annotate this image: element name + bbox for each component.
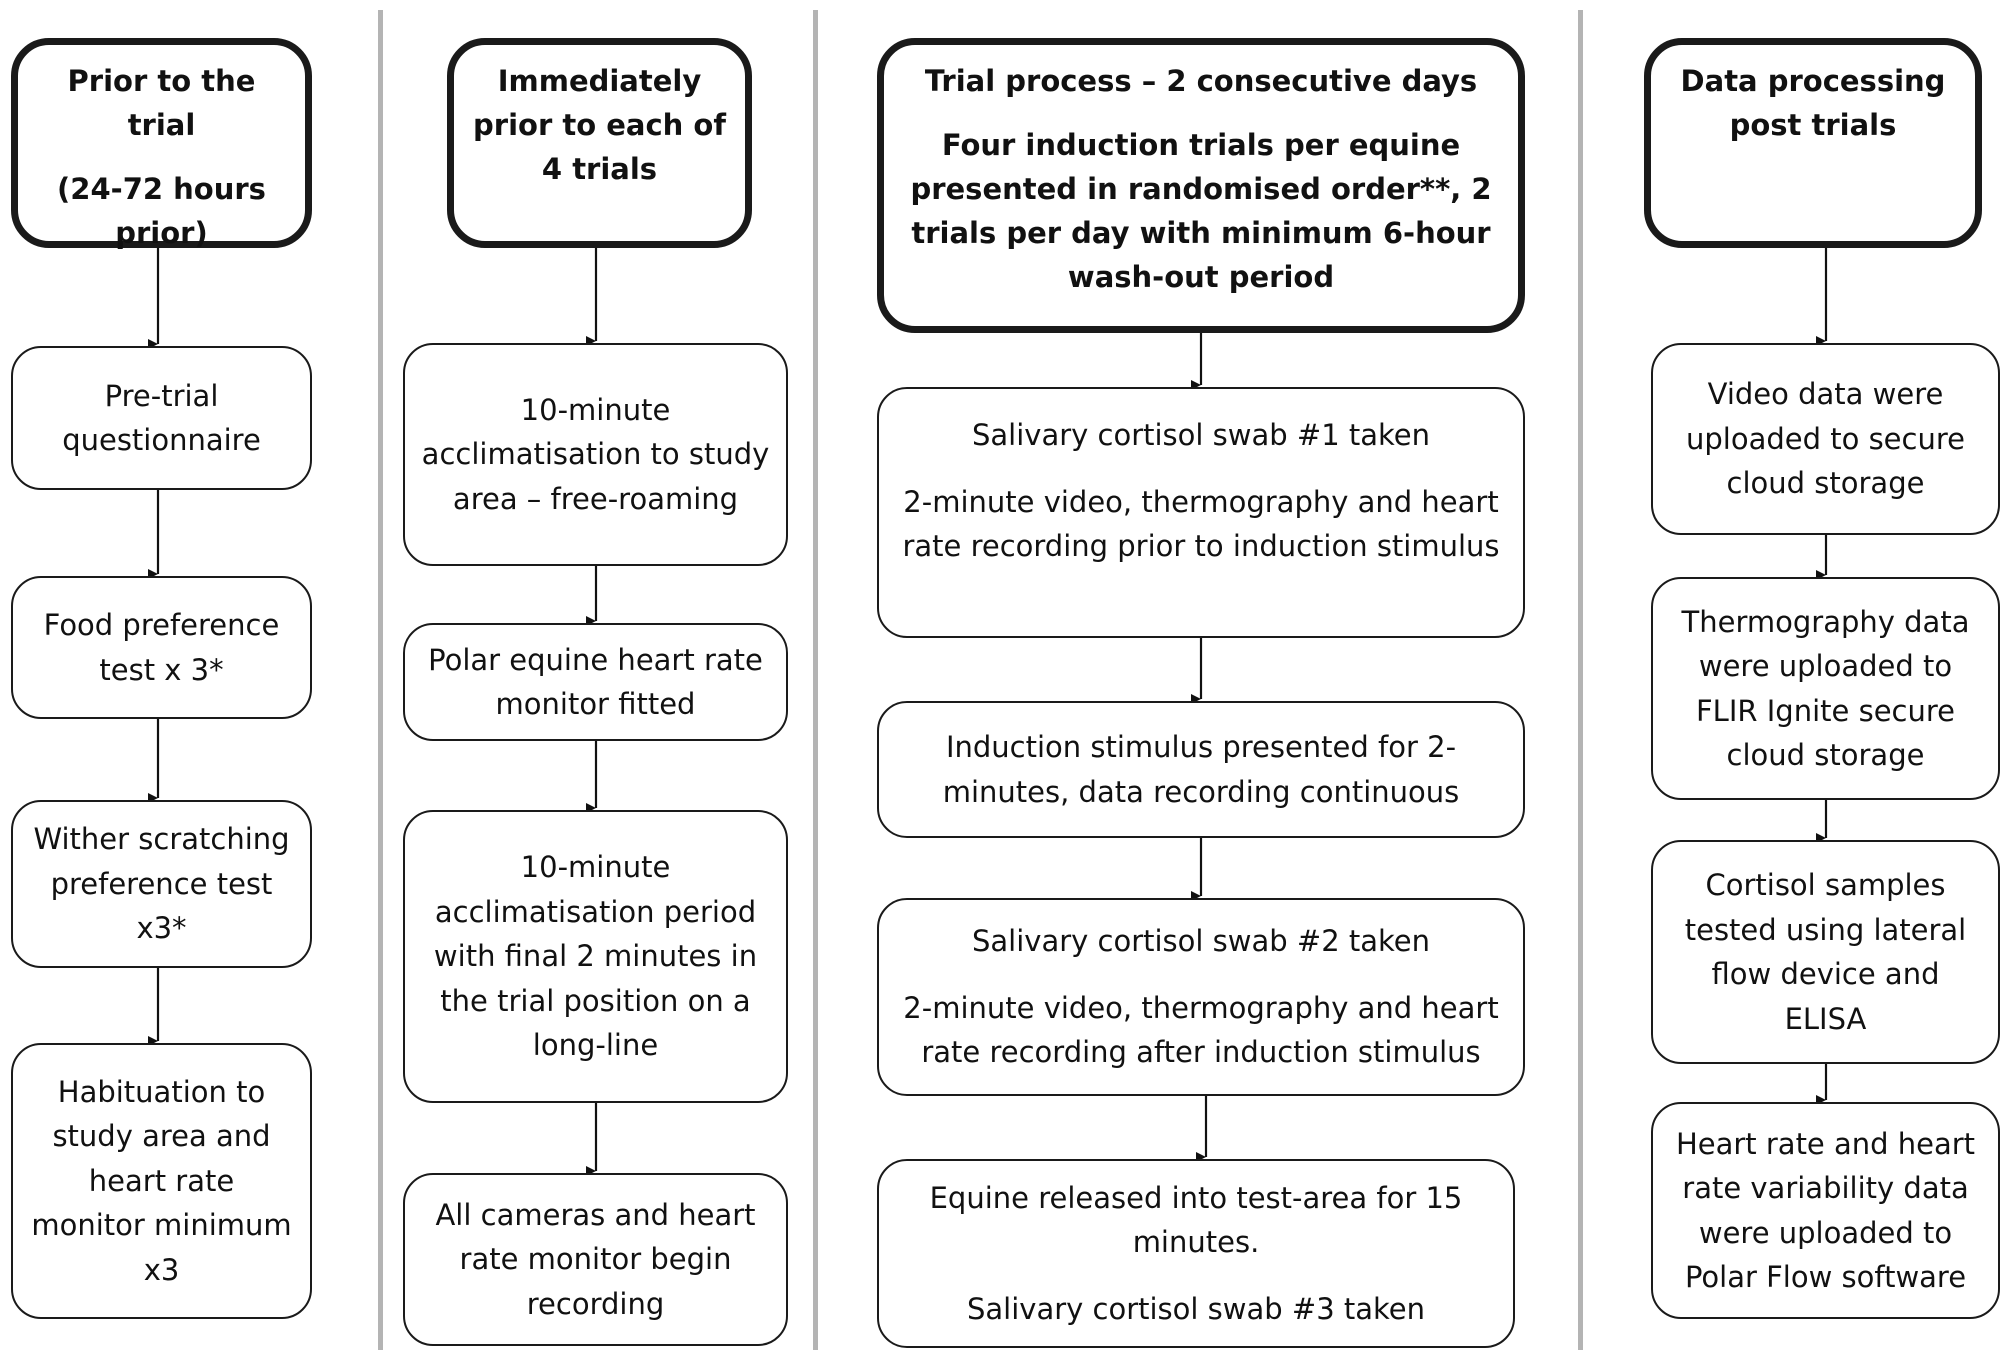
column-1-header: Prior to the trial (24-72 hours prior) <box>11 38 312 250</box>
step-text: 10-minute acclimatisation to study area … <box>421 392 770 516</box>
step-text: All cameras and heart rate monitor begin… <box>435 1197 756 1321</box>
step-text: Wither scratching preference test x3* <box>33 822 290 946</box>
step-text: Video data were uploaded to secure cloud… <box>1686 377 1965 501</box>
step-box: All cameras and heart rate monitor begin… <box>403 1173 788 1346</box>
step-box: Salivary cortisol swab #2 taken 2-minute… <box>877 898 1525 1096</box>
header-subtitle: Four induction trials per equine present… <box>910 128 1492 294</box>
header-subtitle: (24-72 hours prior) <box>57 172 266 250</box>
step-box: Polar equine heart rate monitor fitted <box>403 623 788 741</box>
step-text: Thermography data were uploaded to FLIR … <box>1681 604 1970 773</box>
step-box: 10-minute acclimatisation to study area … <box>403 343 788 566</box>
step-box: Cortisol samples tested using lateral fl… <box>1651 840 2000 1064</box>
step-box: Induction stimulus presented for 2-minut… <box>877 701 1525 838</box>
column-divider-2 <box>813 10 818 1350</box>
step-text: Polar equine heart rate monitor fitted <box>428 642 763 722</box>
step-box: Thermography data were uploaded to FLIR … <box>1651 577 2000 800</box>
step-text: Induction stimulus presented for 2-minut… <box>942 730 1460 809</box>
step-text: 2-minute video, thermography and heart r… <box>903 990 1499 1070</box>
column-2-header: Immediately prior to each of 4 trials <box>447 38 752 248</box>
step-box: 10-minute acclimatisation period with fi… <box>403 810 788 1103</box>
step-text: Pre-trial questionnaire <box>62 378 261 458</box>
step-text: Salivary cortisol swab #3 taken <box>966 1291 1425 1326</box>
step-box: Wither scratching preference test x3* <box>11 800 312 968</box>
step-box: Food preference test x 3* <box>11 576 312 719</box>
column-divider-1 <box>378 10 383 1350</box>
step-text: Salivary cortisol swab #1 taken <box>971 418 1430 452</box>
column-4-header: Data processing post trials <box>1644 38 1982 248</box>
column-divider-3 <box>1578 10 1583 1350</box>
header-title: Prior to the trial <box>67 64 256 142</box>
step-box: Pre-trial questionnaire <box>11 346 312 490</box>
step-text: Habituation to study area and heart rate… <box>31 1074 292 1287</box>
step-box: Video data were uploaded to secure cloud… <box>1651 343 2000 535</box>
header-title: Immediately prior to each of 4 trials <box>473 64 726 186</box>
step-text: 2-minute video, thermography and heart r… <box>902 484 1500 564</box>
step-text: Food preference test x 3* <box>43 608 280 687</box>
column-3-header: Trial process – 2 consecutive days Four … <box>877 38 1525 333</box>
step-text: Equine released into test-area for 15 mi… <box>929 1180 1463 1260</box>
step-box: Equine released into test-area for 15 mi… <box>877 1159 1515 1348</box>
step-text: Cortisol samples tested using lateral fl… <box>1684 868 1967 1036</box>
step-box: Heart rate and heart rate variability da… <box>1651 1102 2000 1319</box>
step-box: Salivary cortisol swab #1 taken 2-minute… <box>877 387 1525 638</box>
step-box: Habituation to study area and heart rate… <box>11 1043 312 1319</box>
step-text: Salivary cortisol swab #2 taken <box>971 924 1430 959</box>
header-title: Data processing post trials <box>1680 64 1946 142</box>
step-text: Heart rate and heart rate variability da… <box>1675 1126 1976 1295</box>
step-text: 10-minute acclimatisation period with fi… <box>433 850 758 1063</box>
header-title: Trial process – 2 consecutive days <box>924 64 1478 98</box>
